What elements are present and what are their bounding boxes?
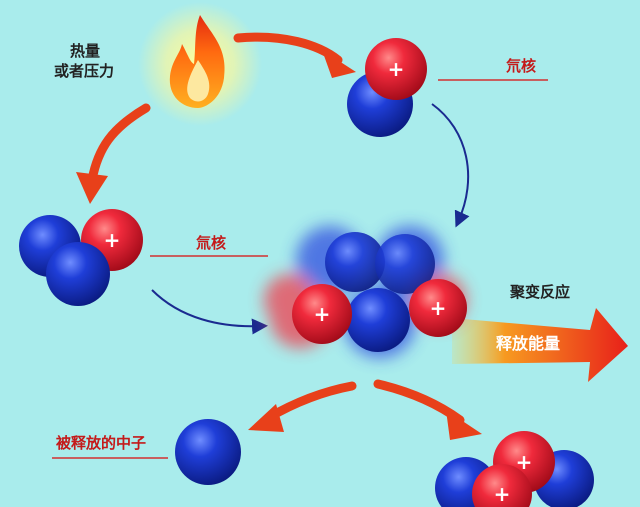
plus-symbol: + xyxy=(430,296,447,320)
plus-symbol: + xyxy=(388,57,405,81)
energy-arrow xyxy=(452,308,628,382)
tritium-nucleus xyxy=(19,209,143,306)
proton xyxy=(409,279,467,337)
fusion-cluster xyxy=(264,226,467,358)
plus-symbol: + xyxy=(314,302,331,326)
flame-icon xyxy=(169,15,225,108)
energy-label: 释放能量 xyxy=(496,334,561,353)
heat-label-line2: 或者压力 xyxy=(54,62,115,80)
neutron xyxy=(46,242,110,306)
deuterium-label: 氘核 xyxy=(506,57,537,75)
plus-symbol: + xyxy=(516,450,533,474)
arrow-to-neutron xyxy=(248,381,357,432)
deuterium-nucleus xyxy=(347,38,427,137)
fusion-label: 聚变反应 xyxy=(510,283,571,301)
neutron-label: 被释放的中子 xyxy=(56,434,147,452)
released-neutron xyxy=(175,419,241,485)
plus-symbol: + xyxy=(104,228,121,252)
arrow-tritium-to-fusion xyxy=(151,289,268,335)
proton xyxy=(365,38,427,100)
arrow-heat-to-tritium xyxy=(76,103,151,204)
tritium-label: 氚核 xyxy=(196,234,227,252)
proton xyxy=(472,464,532,507)
arrow-to-helium xyxy=(373,379,482,440)
proton xyxy=(292,284,352,344)
heat-label-line1: 热量 xyxy=(70,42,101,60)
arrow-deuterium-to-fusion xyxy=(431,103,470,228)
plus-symbol: + xyxy=(494,482,511,506)
helium-nucleus xyxy=(435,431,594,507)
arrow-heat-to-deuterium xyxy=(233,32,356,78)
